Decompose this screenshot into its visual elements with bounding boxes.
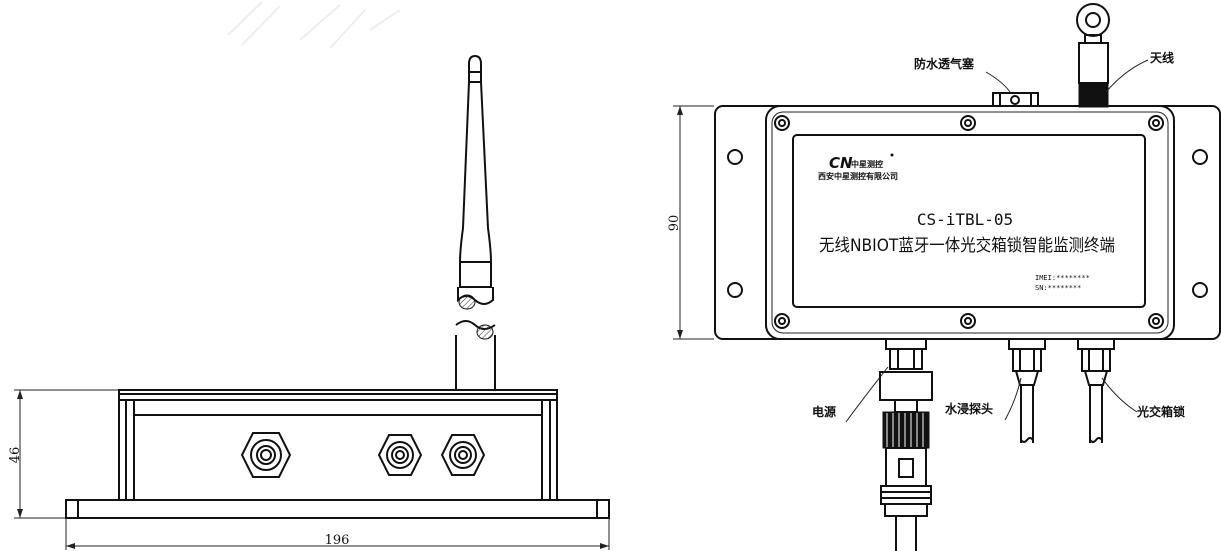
imei-label: IMEI:********	[1035, 274, 1090, 282]
sn-label: SN:********	[1035, 284, 1081, 292]
width-dim-label-side: 196	[325, 533, 350, 548]
callout-box-lock: 光交箱锁	[1101, 377, 1185, 419]
enclosure-body	[118, 399, 558, 501]
callout-power: 电源	[812, 366, 889, 423]
callout-water-probe: 水浸探头	[945, 377, 1022, 421]
box-lock-gland	[1077, 338, 1115, 443]
cable-gland-1	[240, 432, 292, 478]
box-lock-label: 光交箱锁	[1136, 404, 1185, 419]
model-number: CS-iTBL-05	[917, 210, 1013, 229]
antenna-label: 天线	[1150, 50, 1174, 65]
width-dimension-side: 196	[65, 518, 610, 550]
vent-plug	[992, 92, 1039, 107]
label-plate	[792, 134, 1146, 308]
logo-brand: 中星测控	[851, 159, 883, 169]
height-dim-label-side: 46	[8, 447, 23, 464]
watermark	[227, 1, 401, 49]
top-lid	[765, 105, 1175, 340]
callout-vent-plug: 防水透气塞	[914, 56, 1011, 93]
callout-antenna: 天线	[1105, 50, 1174, 93]
logo-mark: CN	[829, 154, 853, 172]
lid-screws	[774, 115, 1164, 329]
brand-logo: CN 中星测控 西安中星测控有限公司	[818, 153, 898, 181]
antenna-top	[1076, 3, 1110, 108]
top-view: CN 中星测控 西安中星测控有限公司 CS-iTBL-05 无线NBIOT蓝牙一…	[667, 3, 1221, 551]
antenna-side	[455, 54, 496, 390]
height-dim-label-top: 90	[667, 215, 682, 232]
water-probe-label: 水浸探头	[945, 401, 993, 416]
power-label: 电源	[812, 404, 836, 419]
company-name: 西安中星测控有限公司	[818, 171, 898, 181]
water-probe-gland	[1008, 338, 1046, 443]
base-flange	[65, 499, 610, 519]
product-name: 无线NBIOT蓝牙一体光交箱锁智能监测终端	[819, 236, 1115, 256]
height-dimension-side: 46	[8, 389, 118, 519]
power-connector	[879, 338, 933, 551]
side-view: 46 196	[8, 54, 610, 550]
vent-plug-label: 防水透气塞	[914, 56, 975, 71]
cable-gland-2	[377, 434, 423, 476]
height-dimension-top: 90	[667, 105, 714, 340]
cable-gland-3	[440, 434, 486, 476]
